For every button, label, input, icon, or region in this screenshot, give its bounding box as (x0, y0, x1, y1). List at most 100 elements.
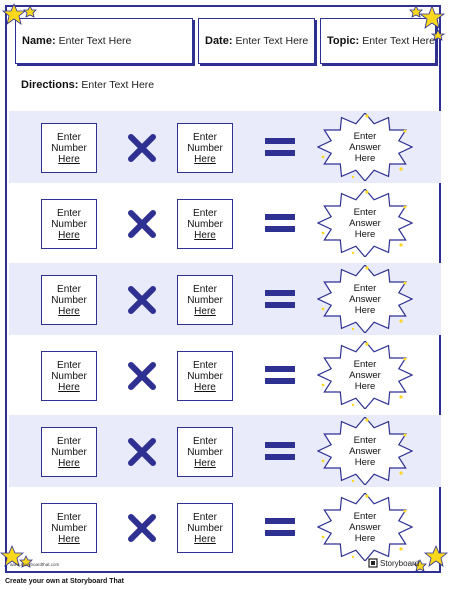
multiply-icon (128, 438, 156, 466)
star-icon (0, 544, 33, 568)
number-line1: Enter (193, 435, 217, 447)
answer-line2: Answer (349, 293, 381, 305)
answer-line1: Enter (353, 206, 377, 218)
storyboard-logo[interactable]: Storyboard (368, 558, 419, 568)
equals-icon (265, 442, 295, 460)
multiply-icon (128, 134, 156, 162)
worksheet: Name: Enter Text Here Date: Enter Text H… (5, 5, 441, 573)
answer-line3: Here (354, 532, 376, 544)
number-line3: Here (58, 305, 80, 317)
number-line1: Enter (57, 131, 81, 143)
date-placeholder: Enter Text Here (235, 35, 309, 47)
name-field[interactable]: Name: Enter Text Here (15, 18, 193, 64)
watermark-text: www.storyboardthat.com (10, 562, 60, 567)
answer-line2: Answer (349, 217, 381, 229)
answer-line1: Enter (353, 434, 377, 446)
answer-line3: Here (354, 152, 376, 164)
answer-line3: Here (354, 228, 376, 240)
number-line2: Number (51, 218, 87, 230)
storyboard-logo-text: Storyboard (380, 558, 420, 568)
topic-label: Topic: (327, 35, 360, 47)
number-line3: Here (194, 153, 216, 165)
topic-field[interactable]: Topic: Enter Text Here (320, 18, 436, 64)
starburst-icon (316, 112, 414, 182)
number-line3: Here (194, 305, 216, 317)
answer-line2: Answer (349, 521, 381, 533)
answer-line2: Answer (349, 445, 381, 457)
number-line2: Number (187, 218, 223, 230)
star-icon (409, 4, 446, 41)
number-line3: Here (58, 229, 80, 241)
multiply-icon (128, 286, 156, 314)
number-line2: Number (187, 370, 223, 382)
star-cluster-icon (0, 544, 33, 568)
number-line1: Enter (193, 511, 217, 523)
directions-label: Directions: (21, 79, 79, 91)
number-line1: Enter (57, 207, 81, 219)
number-line2: Number (187, 294, 223, 306)
equals-icon (265, 518, 295, 536)
answer-line1: Enter (353, 130, 377, 142)
number-line1: Enter (57, 511, 81, 523)
number-line2: Number (187, 142, 223, 154)
number-line2: Number (51, 522, 87, 534)
star-cluster-icon (1, 2, 37, 25)
number-line3: Here (194, 457, 216, 469)
name-placeholder: Enter Text Here (58, 35, 132, 47)
star-icon (1, 2, 37, 25)
equals-icon (265, 290, 295, 308)
number-line1: Enter (193, 207, 217, 219)
multiply-icon (128, 210, 156, 238)
star-cluster-icon (413, 544, 449, 572)
starburst-icon (316, 416, 414, 486)
multiply-icon (128, 362, 156, 390)
number-line1: Enter (193, 131, 217, 143)
directions[interactable]: Directions: Enter Text Here (21, 79, 154, 91)
directions-placeholder: Enter Text Here (81, 79, 155, 91)
number-line3: Here (58, 533, 80, 545)
number-line3: Here (58, 457, 80, 469)
name-label: Name: (22, 35, 56, 47)
date-field[interactable]: Date: Enter Text Here (198, 18, 315, 64)
equals-icon (265, 214, 295, 232)
number-line1: Enter (57, 283, 81, 295)
number-line2: Number (51, 142, 87, 154)
answer-line1: Enter (353, 282, 377, 294)
number-line1: Enter (193, 359, 217, 371)
number-line2: Number (187, 446, 223, 458)
number-line2: Number (51, 370, 87, 382)
number-line3: Here (58, 153, 80, 165)
answer-line3: Here (354, 456, 376, 468)
answer-line1: Enter (353, 510, 377, 522)
equals-icon (265, 138, 295, 156)
number-line2: Number (187, 522, 223, 534)
number-line1: Enter (193, 283, 217, 295)
footer-credit[interactable]: Create your own at Storyboard That (5, 578, 125, 585)
answer-line3: Here (354, 304, 376, 316)
